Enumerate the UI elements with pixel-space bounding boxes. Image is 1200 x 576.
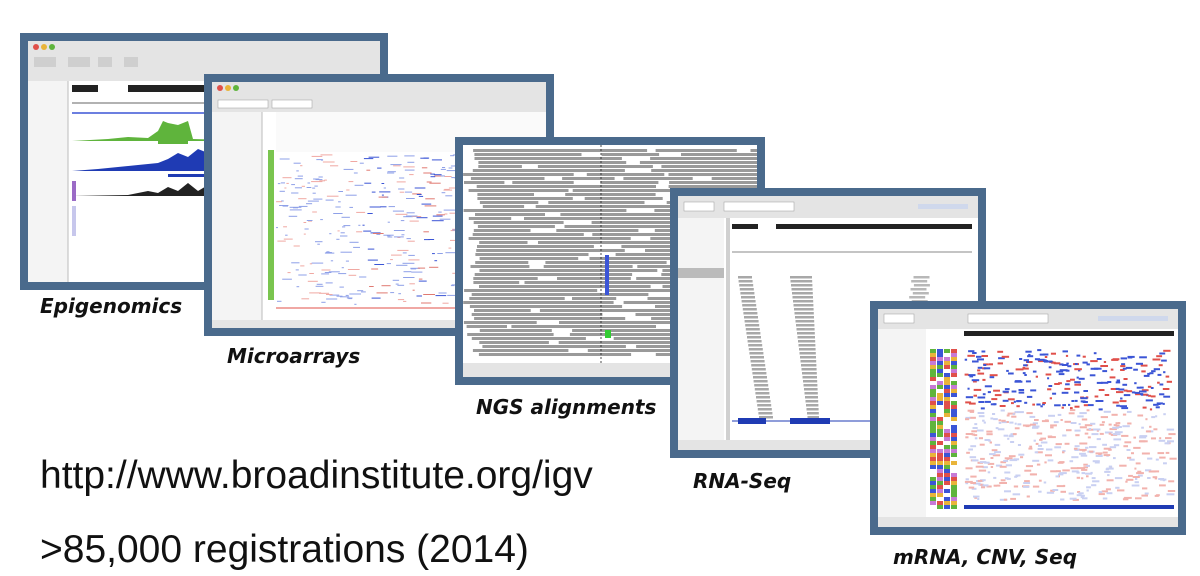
close-icon	[33, 44, 39, 50]
caption-mrna-cnv-seq: mRNA, CNV, Seq	[893, 545, 1078, 569]
caption-microarrays: Microarrays	[227, 344, 361, 368]
sample-attribute-columns	[930, 349, 957, 509]
mrna-cnv-screenshot	[870, 301, 1186, 535]
microarrays-view	[212, 82, 546, 328]
zoom-icon	[49, 44, 55, 50]
caption-rnaseq: RNA-Seq	[693, 469, 792, 493]
rnaseq-screenshot	[670, 188, 986, 458]
cnv-heatmap	[964, 349, 1177, 501]
minimize-icon	[41, 44, 47, 50]
caption-ngs-alignments: NGS alignments	[476, 395, 657, 419]
rnaseq-view	[678, 196, 978, 450]
caption-epigenomics: Epigenomics	[40, 294, 183, 318]
mrna-cnv-view	[878, 309, 1178, 527]
registrations-count: >85,000 registrations (2014)	[40, 528, 529, 571]
igv-url[interactable]: http://www.broadinstitute.org/igv	[40, 454, 593, 497]
